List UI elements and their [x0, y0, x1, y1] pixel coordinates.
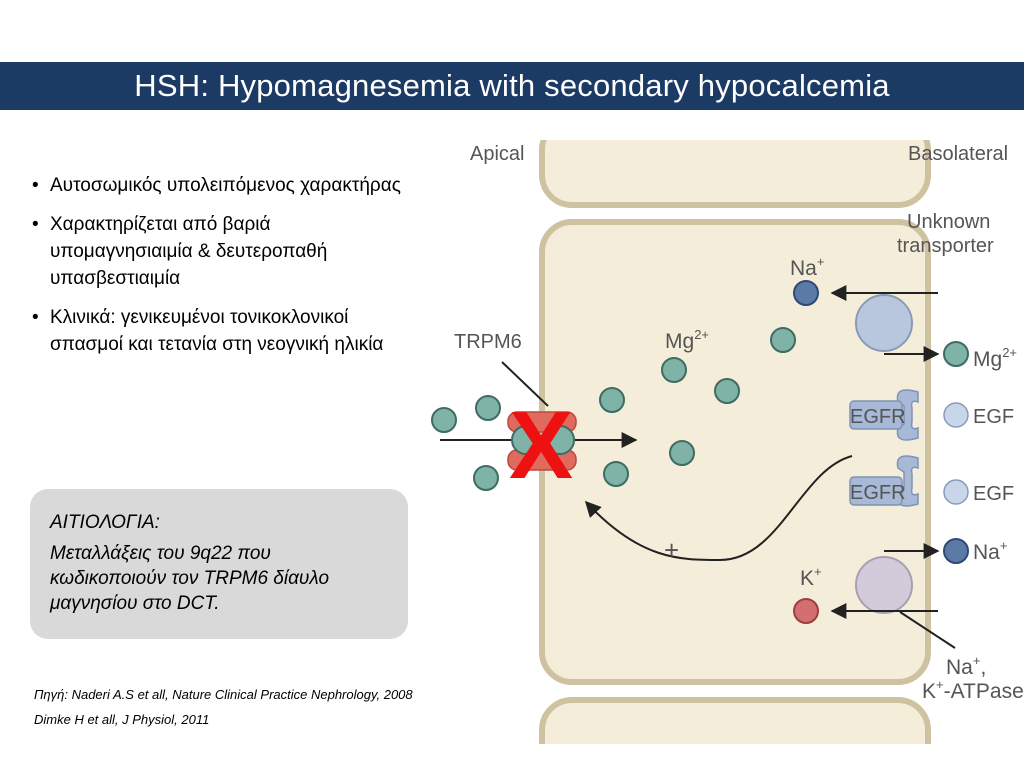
mg-ion-basolateral	[943, 341, 969, 367]
egfr-signal-arrow	[584, 455, 853, 562]
atpase-label-line2-charge: +	[936, 677, 944, 692]
bullet-item: Χαρακτηρίζεται από βαριά υπομαγνησιαιμία…	[30, 211, 405, 292]
bullet-list: Αυτοσωμικός υπολειπόμενος χαρακτήρας Χαρ…	[30, 172, 405, 370]
mg-ion	[473, 465, 499, 491]
etiology-box: ΑΙΤΙΟΛΟΓΙΑ: Μεταλλάξεις του 9q22 που κωδ…	[30, 489, 408, 639]
upper-cell	[539, 140, 931, 208]
egfr-receptor-2-body	[849, 476, 903, 506]
na-label-top-charge: +	[817, 254, 825, 269]
egfr-receptor-1-shape	[896, 389, 919, 441]
na-label-top: Na+	[790, 254, 824, 280]
trpm6-channel	[507, 411, 577, 471]
plus-sign: +	[664, 535, 679, 565]
na-label-basolateral: Na+	[973, 538, 1007, 564]
title-bar: HSH: Hypomagnesemia with secondary hypoc…	[0, 62, 1024, 110]
atpase-label-line1-suffix: ,	[980, 656, 986, 679]
slide-title: HSH: Hypomagnesemia with secondary hypoc…	[134, 68, 890, 103]
k-label: K+	[800, 564, 822, 590]
egfr-label-2: EGFR	[850, 482, 906, 504]
unknown-transporter-label-line2: transporter	[897, 235, 994, 257]
mg-label-cell: Mg2+	[665, 327, 709, 353]
mg-label-basolateral-charge: 2+	[1002, 345, 1017, 360]
mg-ion	[475, 395, 501, 421]
na-ion-basolateral	[943, 538, 969, 564]
mg-label-basolateral-ion: Mg	[973, 348, 1002, 371]
na-label-top-ion: Na	[790, 257, 817, 280]
mg-ion	[714, 378, 740, 404]
trpm6-pointer	[501, 361, 549, 407]
mg-label-basolateral: Mg2+	[973, 345, 1017, 371]
basolateral-label: Basolateral	[908, 143, 1008, 165]
mg-ion	[431, 407, 457, 433]
egfr-receptor-2: EGFR EGF	[849, 455, 1014, 507]
block-x-mark: X	[509, 392, 573, 499]
egf-label-1: EGF	[973, 406, 1014, 428]
unknown-transporter	[855, 294, 913, 352]
egfr-receptor-1-body	[849, 400, 903, 430]
trpm6-pore-left	[511, 425, 541, 455]
lower-cell	[539, 697, 931, 744]
atpase-label-line1: Na+,	[946, 653, 986, 679]
k-label-ion: K	[800, 567, 814, 590]
mg-ion	[669, 440, 695, 466]
apical-label: Apical	[470, 143, 524, 165]
mg-ion	[603, 461, 629, 487]
etiology-text: Μεταλλάξεις του 9q22 που κωδικοποιούν το…	[50, 543, 330, 614]
egfr-receptor-1: EGFR EGF	[849, 389, 1014, 441]
egf-ligand-2	[943, 479, 969, 505]
main-cell	[539, 219, 931, 685]
egf-label-2: EGF	[973, 483, 1014, 505]
source-citation-1: Πηγή: Naderi A.S et all, Nature Clinical…	[34, 687, 413, 702]
k-ion	[793, 598, 819, 624]
mg-transport-diagram: Apical Basolateral Unknown transporter T…	[431, 140, 1024, 744]
egf-ligand-1	[943, 402, 969, 428]
na-label-basolateral-ion: Na	[973, 541, 1000, 564]
mg-ion	[661, 357, 687, 383]
egfr-label-1: EGFR	[850, 406, 906, 428]
mg-ion	[770, 327, 796, 353]
k-label-charge: +	[814, 564, 822, 579]
na-label-basolateral-charge: +	[1000, 538, 1008, 553]
na-k-atpase	[855, 556, 913, 614]
etiology-title: ΑΙΤΙΟΛΟΓΙΑ:	[50, 512, 160, 533]
mg-ion	[599, 387, 625, 413]
mg-label-cell-charge: 2+	[694, 327, 709, 342]
trpm6-label: TRPM6	[454, 331, 522, 353]
trpm6-channel-bottom	[507, 449, 577, 471]
atpase-label-line1-ion: Na	[946, 656, 973, 679]
bullet-item: Αυτοσωμικός υπολειπόμενος χαρακτήρας	[30, 172, 405, 199]
unknown-transporter-label-line1: Unknown	[907, 211, 990, 233]
trpm6-pore-right	[545, 425, 575, 455]
source-citation-2: Dimke H et all, J Physiol, 2011	[34, 712, 210, 727]
atpase-label-line2-suffix: -ATPase	[944, 680, 1024, 703]
atpase-label-line2: K+-ATPase	[922, 677, 1024, 703]
bullet-item: Κλινικά: γενικευμένοι τονικοκλονικοί σπα…	[30, 304, 405, 358]
atpase-label-line2-ion: K	[922, 680, 936, 703]
atpase-label-line1-charge: +	[973, 653, 981, 668]
mg-label-cell-ion: Mg	[665, 330, 694, 353]
na-ion	[793, 280, 819, 306]
atpase-pointer	[899, 611, 956, 649]
